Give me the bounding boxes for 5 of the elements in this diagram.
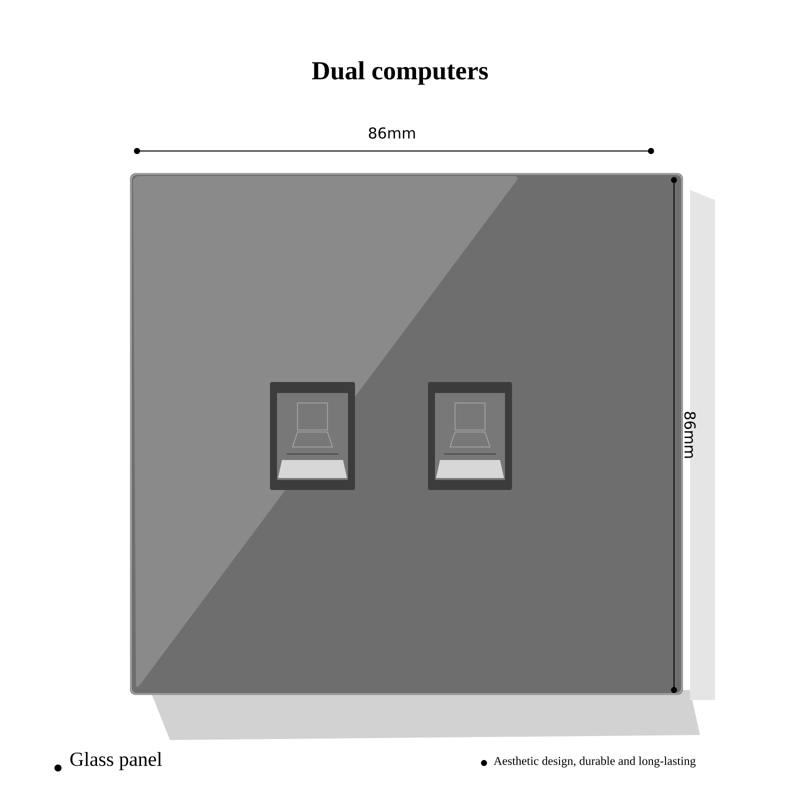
dimension-label: 86mm: [684, 412, 696, 458]
title: Dual computers: [312, 61, 488, 85]
bullet-text: Aesthetic design, durable and long-lasting: [481, 756, 696, 768]
dimension-label: 86mm: [368, 127, 415, 139]
bullet-text: Glass panel: [54, 752, 162, 772]
